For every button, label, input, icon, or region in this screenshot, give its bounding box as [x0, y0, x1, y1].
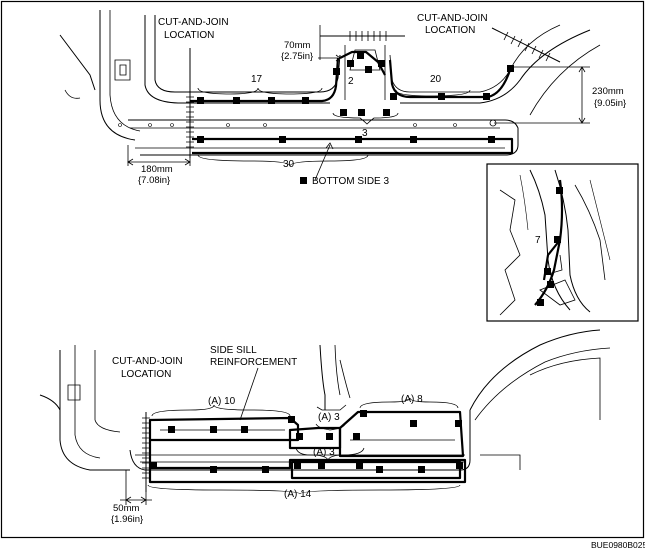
inset-weld-count-7: 7 [535, 235, 541, 246]
weld-count-20: 20 [430, 74, 442, 85]
figure-code: BUE0980B025 [591, 540, 645, 550]
dim-50mm: 50mm [113, 503, 139, 514]
cut-join-bottom-label-2: LOCATION [121, 369, 171, 380]
cut-join-right-label-1: CUT-AND-JOIN [417, 13, 488, 24]
dim-230mm-in: {9.05in} [594, 98, 626, 109]
dim-180mm-in: {7.08in} [138, 175, 170, 186]
weld-count-2: 2 [348, 76, 354, 87]
weld-count-a3-lower: (A) 3 [313, 447, 335, 458]
figure-border [0, 0, 645, 539]
weld-count-30: 30 [283, 159, 295, 170]
weld-count-a3-upper: (A) 3 [318, 412, 340, 423]
cut-join-left-label-1: CUT-AND-JOIN [158, 17, 229, 28]
bottom-view [39, 329, 611, 505]
dim-180mm: 180mm [141, 164, 173, 175]
cut-join-left-label-2: LOCATION [164, 30, 214, 41]
dim-70mm-in: {2.75in} [281, 51, 313, 62]
dim-70mm: 70mm [284, 40, 310, 51]
weld-count-17: 17 [251, 74, 263, 85]
cut-join-bottom-label-1: CUT-AND-JOIN [112, 356, 183, 367]
cut-join-right-label-2: LOCATION [425, 25, 475, 36]
top-view [59, 10, 601, 184]
weld-count-3: 3 [362, 128, 368, 139]
legend-bottom-side: BOTTOM SIDE 3 [312, 176, 389, 187]
weld-count-a8: (A) 8 [401, 394, 423, 405]
weld-count-a10: (A) 10 [208, 396, 236, 407]
pillar-inset [486, 163, 639, 322]
dim-230mm: 230mm [592, 86, 624, 97]
dim-50mm-in: {1.96in} [111, 514, 143, 525]
side-sill-reinforcement-label-1: SIDE SILL [210, 345, 257, 356]
side-sill-reinforcement-label-2: REINFORCEMENT [210, 357, 297, 368]
weld-count-a14: (A) 14 [284, 489, 312, 500]
